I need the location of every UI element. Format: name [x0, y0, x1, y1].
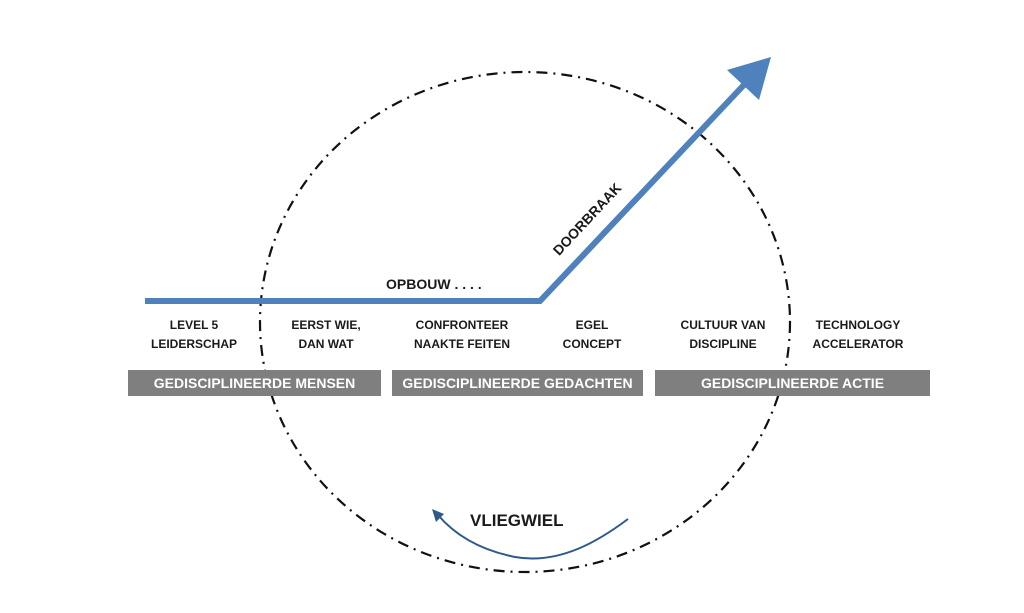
phase-buildup-label: OPBOUW . . . .: [386, 276, 482, 292]
band-disciplined-people: GEDISCIPLINEERDE MENSEN: [128, 370, 381, 396]
step-line: ACCELERATOR: [812, 337, 904, 351]
step-line: CULTUUR VAN: [680, 318, 766, 332]
flywheel-arrowhead: [432, 509, 444, 522]
buildup-breakthrough-line: [145, 67, 761, 304]
step-line: TECHNOLOGY: [815, 318, 901, 332]
step-first-who: EERST WIE, DAN WAT: [291, 316, 360, 354]
step-line: DISCIPLINE: [689, 337, 757, 351]
step-line: EERST WIE,: [291, 318, 361, 332]
step-line: CONCEPT: [562, 337, 622, 351]
breakthrough-arrowhead: [727, 57, 771, 100]
band-disciplined-action: GEDISCIPLINEERDE ACTIE: [655, 370, 930, 396]
step-line: NAAKTE FEITEN: [414, 337, 510, 351]
step-confront-facts: CONFRONTEER NAAKTE FEITEN: [414, 316, 510, 354]
step-hedgehog-concept: EGEL CONCEPT: [563, 316, 622, 354]
step-line: EGEL: [575, 318, 609, 332]
step-culture-discipline: CULTUUR VAN DISCIPLINE: [681, 316, 766, 354]
step-line: LEIDERSCHAP: [150, 337, 238, 351]
phase-flywheel-label: VLIEGWIEL: [470, 511, 564, 530]
flywheel-arrow: [437, 514, 629, 560]
step-line: LEVEL 5: [169, 318, 219, 332]
step-line: CONFRONTEER: [415, 318, 509, 332]
step-level5-leadership: LEVEL 5 LEIDERSCHAP: [151, 316, 237, 354]
step-technology-accelerator: TECHNOLOGY ACCELERATOR: [813, 316, 904, 354]
flywheel-circle: [258, 70, 792, 574]
band-disciplined-thought: GEDISCIPLINEERDE GEDACHTEN: [392, 370, 643, 396]
step-line: DAN WAT: [298, 337, 354, 351]
